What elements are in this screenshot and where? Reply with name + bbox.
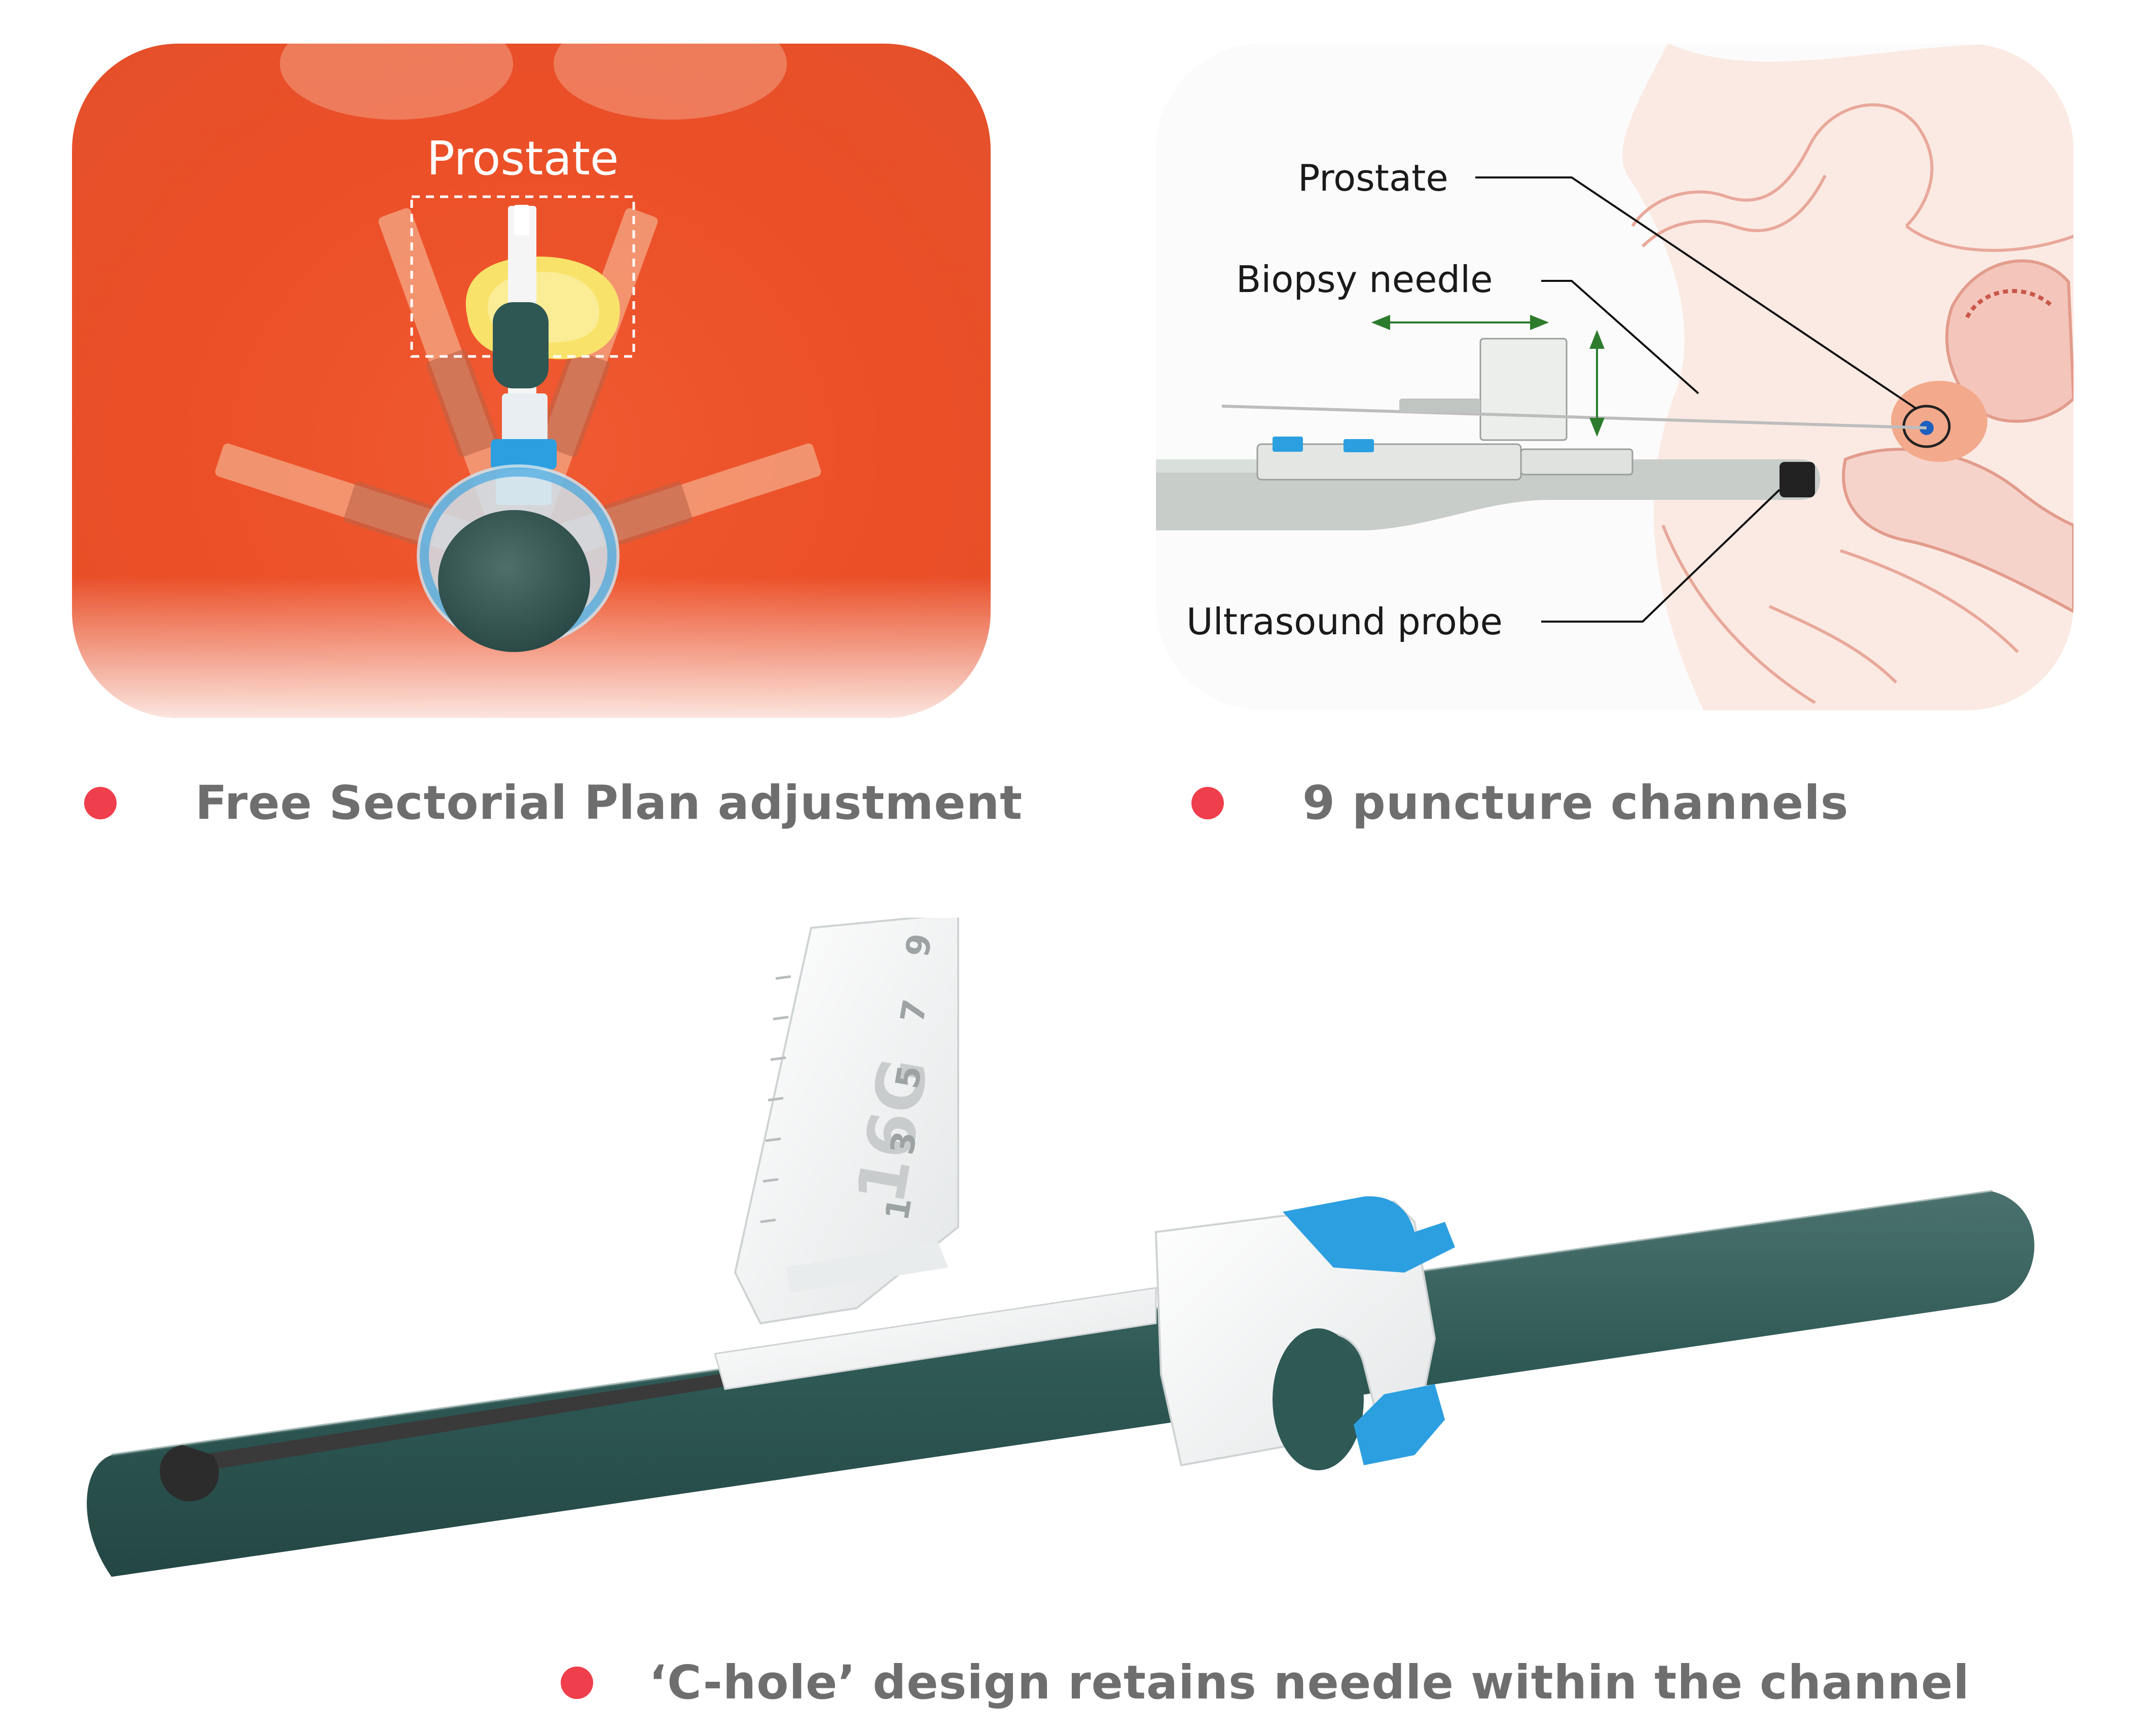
feature-bullet <box>561 1666 593 1699</box>
device-render: 16G 9 7 5 3 1 <box>66 918 2089 1607</box>
clip-top-blue <box>1283 1196 1455 1273</box>
needle-guide-assembly <box>1221 338 1927 481</box>
ultrasound-probe-callout-label: Ultrasound probe <box>1186 600 1503 643</box>
prostate-callout-label: Prostate <box>1298 157 1448 199</box>
sectorial-plan-image: Prostate <box>72 44 991 718</box>
central-needle-guide <box>491 205 557 505</box>
probe-with-guide-illustration: 16G 9 7 5 3 1 <box>87 918 2035 1577</box>
feature-bullet <box>84 786 117 819</box>
needle-groove <box>198 1364 786 1470</box>
clip-bottom-blue <box>1354 1384 1445 1465</box>
anatomy-diagram: Prostate Biopsy needle Ultrasound probe <box>1156 44 2074 710</box>
guide-rail <box>714 1287 1157 1390</box>
biopsy-needle-callout-label: Biopsy needle <box>1236 258 1493 301</box>
feature-channels-text: 9 puncture channels <box>1302 776 1849 830</box>
probe-tip <box>160 1445 219 1502</box>
feature-channels: 9 puncture channels <box>1191 776 1849 830</box>
adjustment-arrows <box>1371 315 1605 437</box>
needle-scale-plate: 16G 9 7 5 3 1 <box>734 918 959 1325</box>
pelvis-anatomy <box>1622 44 2074 710</box>
feature-chole: ‘C-hole’ design retains needle within th… <box>561 1655 1970 1710</box>
prostate-target <box>1891 381 1987 462</box>
feature-bullet <box>1191 786 1224 819</box>
prostate-focus-box <box>410 195 635 358</box>
scale-ticks <box>760 975 791 1223</box>
c-hole-clamp <box>1154 1196 1455 1470</box>
feature-chole-text: ‘C-hole’ design retains needle within th… <box>649 1655 1970 1710</box>
puncture-channels-diagram: Prostate Biopsy needle Ultrasound probe <box>1156 44 2074 710</box>
sectorial-plan-illustration: Prostate <box>72 44 991 718</box>
callout-lines <box>1475 176 1917 623</box>
prostate-label: Prostate <box>426 131 619 186</box>
feature-sectorial-text: Free Sectorial Plan adjustment <box>195 776 1023 830</box>
teal-probe-tube <box>87 1190 2035 1577</box>
probe-mount <box>417 464 620 652</box>
feature-sectorial: Free Sectorial Plan adjustment <box>84 776 1023 830</box>
